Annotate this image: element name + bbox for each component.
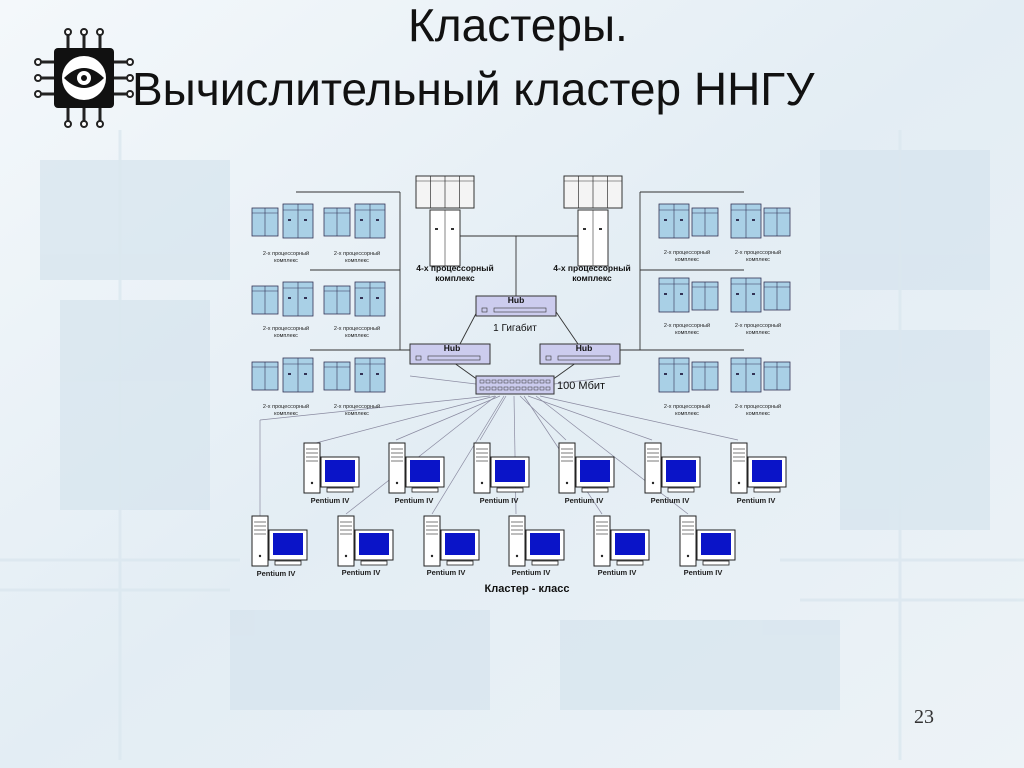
big-server-left-label-1: 4-х процессорный <box>416 263 493 273</box>
dual-processor-node <box>658 357 719 393</box>
pentium-workstation <box>423 515 480 567</box>
dual-label: комплекс <box>345 411 369 417</box>
cluster-class-label: Кластер - класс <box>485 583 570 595</box>
dual-label: комплекс <box>274 333 298 339</box>
dual-processor-node <box>730 357 791 393</box>
dual-label: 2-х процессорный <box>735 403 781 410</box>
dual-processor-node <box>323 203 386 239</box>
dual-label: комплекс <box>675 257 699 263</box>
pentium-workstation <box>473 442 530 494</box>
dual-label: 2-х процессорный <box>263 325 309 332</box>
dual-processor-node <box>323 281 386 317</box>
dual-label: комплекс <box>274 258 298 264</box>
pc-label: Pentium IV <box>737 496 776 505</box>
hub-left-label: Hub <box>444 343 461 353</box>
pc-label: Pentium IV <box>565 496 604 505</box>
dual-label: 2-х процессорный <box>334 250 380 257</box>
dual-label: 2-х процессорный <box>263 403 309 410</box>
dual-processor-node <box>658 203 719 239</box>
dual-label: комплекс <box>746 330 770 336</box>
hub-top-label: Hub <box>508 295 525 305</box>
dual-label: 2-х процессорный <box>735 249 781 256</box>
dual-label: 2-х процессорный <box>735 322 781 329</box>
pc-label: Pentium IV <box>598 568 637 577</box>
switch-label: 100 Мбит <box>557 380 605 392</box>
dual-label: 2-х процессорный <box>664 403 710 410</box>
dual-label: 2-х процессорный <box>664 322 710 329</box>
slide-title-line2: Вычислительный кластер ННГУ <box>132 63 815 115</box>
pc-label: Pentium IV <box>651 496 690 505</box>
pc-label: Pentium IV <box>342 568 381 577</box>
big-server-right-label-1: 4-х процессорный <box>553 263 630 273</box>
pentium-workstation <box>679 515 736 567</box>
hub-right-label: Hub <box>576 343 593 353</box>
pentium-workstation <box>730 442 787 494</box>
dual-label: комплекс <box>345 258 369 264</box>
pc-label: Pentium IV <box>395 496 434 505</box>
pentium-workstation <box>593 515 650 567</box>
dual-label: комплекс <box>675 411 699 417</box>
big-server-left-label-2: комплекс <box>435 273 475 283</box>
pentium-workstation <box>644 442 701 494</box>
pc-label: Pentium IV <box>257 569 296 578</box>
pc-label: Pentium IV <box>512 568 551 577</box>
pentium-workstation <box>303 442 360 494</box>
dual-label: 2-х процессорный <box>334 325 380 332</box>
page-number: 23 <box>914 706 934 728</box>
network-diagram: 4-х процессорный комплекс 4-х процессорн… <box>251 175 791 595</box>
pc-label: Pentium IV <box>311 496 350 505</box>
quad-processor-server-left <box>415 175 475 267</box>
dual-processor-node <box>658 277 719 313</box>
dual-processor-node <box>251 281 314 317</box>
dual-label: 2-х процессорный <box>263 250 309 257</box>
dual-label: комплекс <box>746 257 770 263</box>
dual-label: 2-х процессорный <box>664 249 710 256</box>
dual-processor-node <box>730 203 791 239</box>
pentium-workstation <box>337 515 394 567</box>
dual-processor-node <box>730 277 791 313</box>
pc-label: Pentium IV <box>684 568 723 577</box>
pentium-workstation <box>508 515 565 567</box>
dual-label: 2-х процессорный <box>334 403 380 410</box>
quad-processor-server-right <box>563 175 623 267</box>
processor-chip-eye-icon <box>34 28 134 128</box>
gigabit-label: 1 Гигабит <box>493 322 537 334</box>
dual-processor-node <box>251 203 314 239</box>
pentium-workstation <box>388 442 445 494</box>
pentium-workstation <box>251 515 308 567</box>
pc-label: Pentium IV <box>427 568 466 577</box>
dual-label: комплекс <box>274 411 298 417</box>
big-server-right-label-2: комплекс <box>572 273 612 283</box>
slide-title-line1: Кластеры. <box>408 0 628 51</box>
switch-100mbit <box>475 375 555 395</box>
dual-label: комплекс <box>746 411 770 417</box>
dual-processor-node <box>323 357 386 393</box>
dual-label: комплекс <box>675 330 699 336</box>
dual-label: комплекс <box>345 333 369 339</box>
dual-processor-node <box>251 357 314 393</box>
pc-label: Pentium IV <box>480 496 519 505</box>
